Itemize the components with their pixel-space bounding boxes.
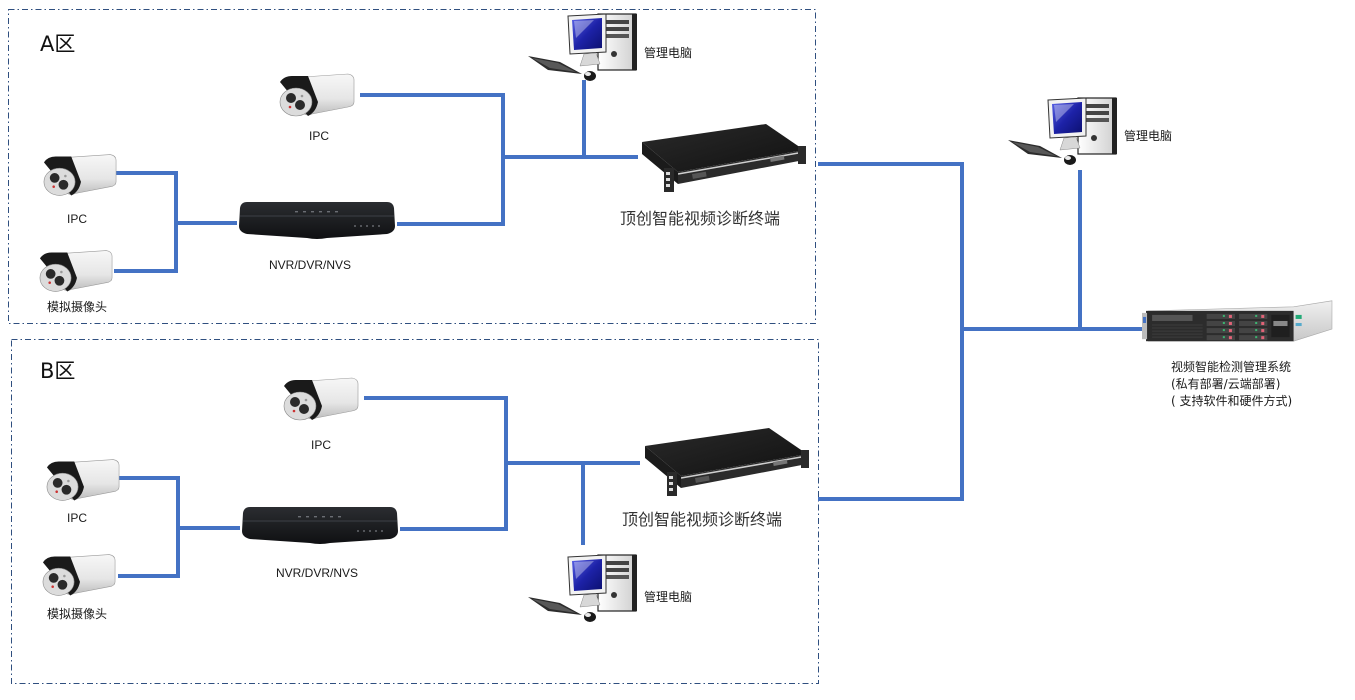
central-pc-icon[interactable]: [1007, 97, 1118, 166]
zone-b-analog-camera-icon[interactable]: [42, 554, 116, 596]
zone-a-analog-camera-icon[interactable]: [39, 250, 113, 292]
zone-a-terminal-label: 顶创智能视频诊断终端: [620, 209, 781, 228]
zone-a-border: [8, 9, 816, 324]
zone-b-nvr-label: NVR/DVR/NVS: [276, 566, 359, 580]
central-pc-label: 管理电脑: [1124, 129, 1173, 143]
zone-b-border: [11, 339, 819, 684]
zone-a-nvr-label: NVR/DVR/NVS: [269, 258, 352, 272]
zone-a-nvr-recorder-icon[interactable]: [238, 201, 396, 240]
zone-b-terminal-label: 顶创智能视频诊断终端: [622, 510, 783, 529]
zone-b-terminal-icon[interactable]: [644, 428, 810, 497]
link-a-nvr-to-switch: [360, 93, 505, 226]
zone-a-ipc-left-camera-icon[interactable]: [43, 154, 117, 196]
server-label-line-3: ( 支持软件和硬件方式): [1171, 394, 1293, 408]
zone-b-title: B区: [40, 359, 76, 383]
zone-a-pc-icon[interactable]: [527, 13, 638, 82]
zone-a-ipc-top-label: IPC: [309, 129, 330, 143]
central-server-icon[interactable]: [1142, 300, 1333, 342]
server-label-line-1: 视频智能检测管理系统: [1171, 360, 1292, 374]
zone-a-ipc-top-camera-icon[interactable]: [279, 73, 355, 117]
zone-b-ipc-left-label: IPC: [67, 511, 88, 525]
link-backbone: [818, 162, 964, 501]
zone-a-analog-camera-label: 模拟摄像头: [47, 300, 108, 314]
zone-b-ipc-top-camera-icon[interactable]: [283, 377, 359, 421]
zone-b-ipc-left-camera-icon[interactable]: [46, 459, 120, 501]
zone-a-terminal-icon[interactable]: [641, 124, 807, 193]
zone-b-analog-camera-label: 模拟摄像头: [47, 607, 108, 621]
central-server-label: 视频智能检测管理系统 (私有部署/云端部署) ( 支持软件和硬件方式): [1171, 359, 1292, 410]
link-b-ipc-left-to-hub: [118, 476, 180, 578]
server-label-line-2: (私有部署/云端部署): [1171, 377, 1281, 391]
zone-a-pc-label: 管理电脑: [644, 46, 693, 60]
zone-b-pc-label: 管理电脑: [644, 590, 693, 604]
zone-a-title: A区: [40, 32, 76, 56]
link-a-ipc-left-to-hub: [114, 171, 178, 273]
zone-b-nvr-recorder-icon[interactable]: [241, 506, 399, 545]
zone-b-ipc-top-label: IPC: [311, 438, 332, 452]
zone-b-pc-icon[interactable]: [527, 554, 638, 623]
zone-a-ipc-left-label: IPC: [67, 212, 88, 226]
